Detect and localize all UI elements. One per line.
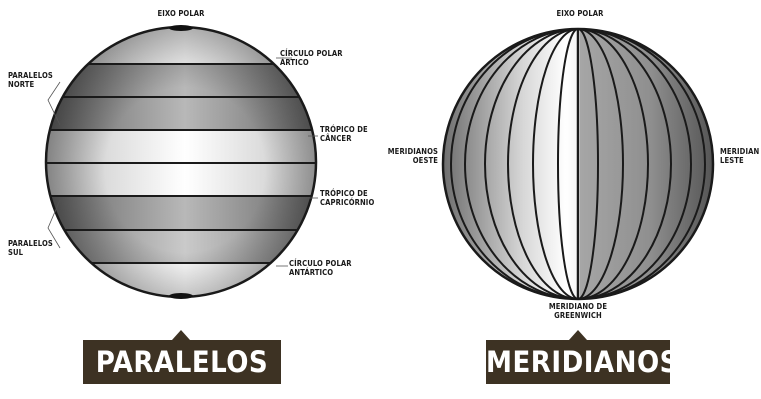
north-parallels-label: PARALELOS NORTE — [8, 71, 68, 89]
polar-axis-label: EIXO POLAR — [150, 9, 212, 18]
west-meridians-label: MERIDIANOS OESTE — [374, 147, 438, 165]
title-pointer-right — [569, 330, 587, 340]
paralelos-title: PARALELOS — [83, 340, 281, 384]
arctic-circle-label: CÍRCULO POLAR ÁRTICO — [280, 49, 360, 67]
antarctic-circle-label: CÍRCULO POLAR ANTÁRTICO — [289, 259, 369, 277]
title-pointer — [172, 330, 190, 340]
east-meridians-label: MERIDIAN LESTE — [720, 147, 761, 165]
polar-axis-label-right: EIXO POLAR — [549, 9, 611, 18]
greenwich-label: MERIDIANO DE GREENWICH — [540, 302, 616, 320]
meridians-globe — [440, 25, 720, 305]
tropic-cancer-label: TRÓPICO DE CÂNCER — [320, 125, 390, 143]
meridianos-title: MERIDIANOS — [486, 340, 670, 384]
south-pole-cap — [169, 293, 193, 299]
north-pole-cap — [169, 25, 193, 31]
south-parallels-label: PARALELOS SUL — [8, 239, 68, 257]
tropic-capricorn-label: TRÓPICO DE CAPRICÓRNIO — [320, 189, 400, 207]
